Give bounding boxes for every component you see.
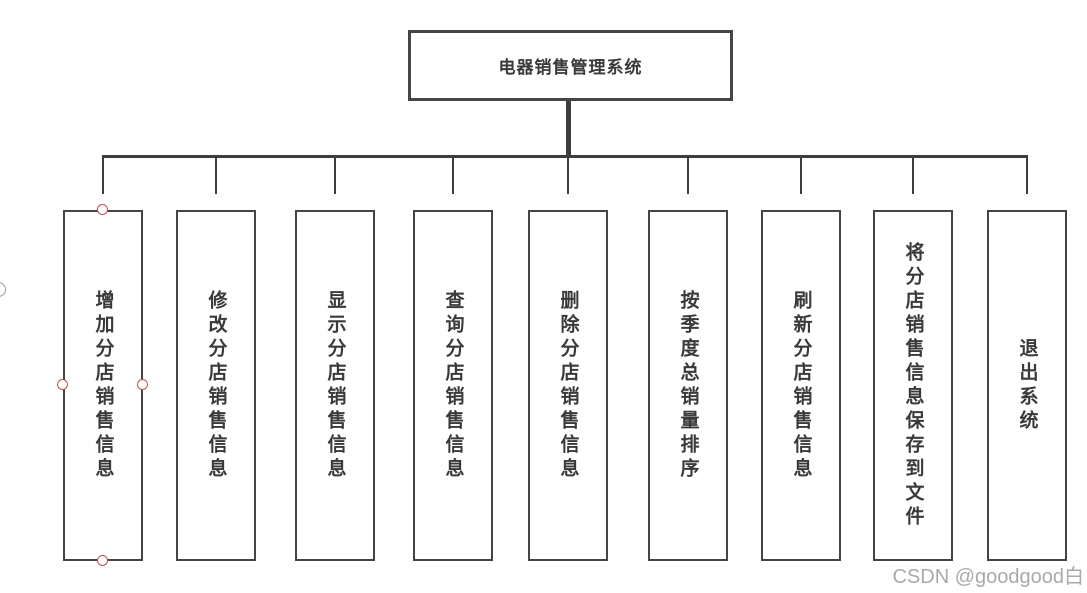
connector-drop-line: [911, 157, 915, 194]
watermark-text: CSDN @goodgood白: [892, 566, 1084, 588]
node-label: 查询分店销售信息: [442, 289, 465, 482]
connector-drop-line: [1025, 157, 1029, 194]
connector-drop-line: [333, 157, 337, 194]
selection-handle-top[interactable]: [97, 204, 108, 215]
connector-trunk-line: [566, 101, 571, 157]
node-modify-branch-sales: 修改分店销售信息: [176, 210, 256, 561]
selection-handle-bottom[interactable]: [97, 555, 108, 566]
node-label: 刷新分店销售信息: [790, 289, 813, 482]
node-refresh-branch-sales: 刷新分店销售信息: [761, 210, 841, 561]
branch-exit-system: 退出系统: [987, 157, 1067, 561]
connection-point-circle[interactable]: [0, 282, 6, 297]
node-label: 显示分店销售信息: [324, 289, 347, 482]
selection-handle-right[interactable]: [137, 379, 148, 390]
branch-sort-quarterly-sales: 按季度总销量排序: [648, 157, 728, 561]
node-delete-branch-sales: 删除分店销售信息: [528, 210, 608, 561]
branch-display-branch-sales: 显示分店销售信息: [295, 157, 375, 561]
connector-bus-line: [102, 155, 1028, 158]
node-save-to-file: 将分店销售信息保存到文件: [873, 210, 953, 561]
connector-drop-line: [451, 157, 455, 194]
node-sort-quarterly-sales: 按季度总销量排序: [648, 210, 728, 561]
branch-delete-branch-sales: 删除分店销售信息: [528, 157, 608, 561]
connector-drop-line: [686, 157, 690, 194]
branch-query-branch-sales: 查询分店销售信息: [413, 157, 493, 561]
node-label: 将分店销售信息保存到文件: [902, 241, 925, 530]
node-exit-system: 退出系统: [987, 210, 1067, 561]
node-label: 按季度总销量排序: [677, 289, 700, 482]
root-node: 电器销售管理系统: [408, 30, 733, 101]
root-node-label: 电器销售管理系统: [498, 58, 643, 78]
node-label: 修改分店销售信息: [205, 289, 228, 482]
connector-drop-line: [799, 157, 803, 194]
selection-handle-left[interactable]: [57, 379, 68, 390]
node-label: 退出系统: [1016, 337, 1039, 434]
branch-add-branch-sales: 增加分店销售信息: [57, 157, 148, 566]
branch-refresh-branch-sales: 刷新分店销售信息: [761, 157, 841, 561]
node-query-branch-sales: 查询分店销售信息: [413, 210, 493, 561]
node-label: 增加分店销售信息: [92, 289, 115, 482]
node-label: 删除分店销售信息: [557, 289, 580, 482]
branch-save-to-file: 将分店销售信息保存到文件: [873, 157, 953, 561]
connector-drop-line: [566, 157, 570, 194]
connector-drop-line: [214, 157, 218, 194]
node-display-branch-sales: 显示分店销售信息: [295, 210, 375, 561]
connector-drop-line: [101, 157, 105, 194]
branch-modify-branch-sales: 修改分店销售信息: [176, 157, 256, 561]
node-add-branch-sales: 增加分店销售信息: [63, 210, 143, 561]
